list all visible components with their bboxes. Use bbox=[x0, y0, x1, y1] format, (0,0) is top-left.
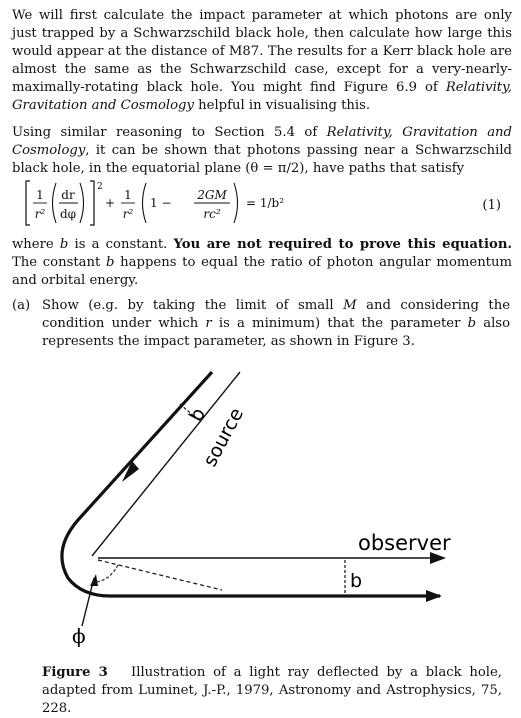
figure-3-diagram: b source observer b ϕ bbox=[60, 370, 451, 648]
paragraph-reasoning: Using similar reasoning to Section 5.4 o… bbox=[12, 124, 512, 178]
dashed-line bbox=[97, 559, 223, 591]
book-title: Relativity, Gravitation and Cosmology bbox=[12, 80, 512, 113]
eq-plus: + bbox=[105, 196, 115, 210]
observer-arrowhead bbox=[430, 552, 446, 564]
equation-number: (1) bbox=[482, 198, 501, 213]
eq-frac1-num: 1 bbox=[36, 188, 44, 202]
source-asymptote bbox=[91, 371, 241, 557]
eq-square: 2 bbox=[97, 182, 103, 192]
figure-caption: Figure 3 Illustration of a light ray def… bbox=[42, 664, 502, 718]
constant-text-1: where bbox=[12, 237, 60, 252]
intro-text-end: helpful in visualising this. bbox=[193, 98, 371, 113]
eq-frac2-num: 1 bbox=[124, 188, 132, 202]
part-a-t4: also represents the impact parameter, as… bbox=[42, 316, 511, 349]
var-b: b bbox=[59, 237, 69, 252]
label-b-observer: b bbox=[350, 570, 362, 592]
b-marker-source bbox=[179, 403, 197, 419]
paragraph-constant: where b is a constant. You are not requi… bbox=[12, 236, 512, 290]
book-title-2: Relativity, Gravitation and Cosmology bbox=[12, 125, 512, 158]
part-a-t3: is a minimum) that the parameter bbox=[211, 316, 468, 331]
var-M: M bbox=[343, 298, 357, 313]
eq-frac2-den: r² bbox=[123, 207, 134, 221]
paragraph-intro: We will first calculate the impact param… bbox=[12, 7, 512, 115]
eq-dr: dr bbox=[61, 188, 75, 202]
caption-text: Illustration of a light ray deflected by… bbox=[42, 665, 502, 716]
eq-frac1-den: r² bbox=[35, 207, 46, 221]
constant-text-3: The constant bbox=[12, 255, 107, 270]
part-a-t1: Show (e.g. by taking the limit of small bbox=[42, 298, 344, 313]
phi-pointer-head bbox=[90, 574, 98, 586]
label-b-source: b bbox=[185, 404, 210, 425]
angle-arc bbox=[95, 564, 119, 583]
eq-one-minus: 1 − bbox=[150, 196, 172, 210]
equation-1: 1 r² dr dφ 2 + 1 r² 1 − 2GM rc² = 1/b² bbox=[25, 180, 284, 226]
var-b-3: b bbox=[467, 316, 477, 331]
part-a-text: Show (e.g. by taking the limit of small … bbox=[42, 297, 510, 351]
eq-rhs: = 1/b² bbox=[246, 196, 284, 210]
label-phi: ϕ bbox=[72, 624, 86, 648]
caption-label: Figure 3 bbox=[42, 665, 108, 680]
reasoning-text: Using similar reasoning to Section 5.4 o… bbox=[12, 125, 327, 140]
constant-text-2: is a constant. bbox=[68, 237, 174, 252]
bold-note: You are not required to prove this equat… bbox=[173, 237, 512, 252]
part-a-t2: and considering the condition under whic… bbox=[42, 298, 510, 331]
reasoning-text-end: , it can be shown that photons passing n… bbox=[12, 143, 512, 176]
intro-text: We will first calculate the impact param… bbox=[12, 8, 512, 95]
ray-arrow-1 bbox=[122, 461, 139, 482]
var-b-2: b bbox=[106, 255, 115, 270]
eq-frac3-den: rc² bbox=[203, 207, 220, 221]
part-a-label: (a) bbox=[12, 298, 31, 313]
eq-dphi: dφ bbox=[60, 207, 76, 221]
constant-text-4: happens to equal the ratio of photon ang… bbox=[12, 255, 512, 288]
var-r: r bbox=[205, 316, 212, 331]
eq-frac3-num: 2GM bbox=[196, 188, 227, 202]
label-observer: observer bbox=[358, 531, 451, 555]
light-ray-path bbox=[60, 370, 440, 598]
ray-arrow-2 bbox=[426, 590, 442, 602]
